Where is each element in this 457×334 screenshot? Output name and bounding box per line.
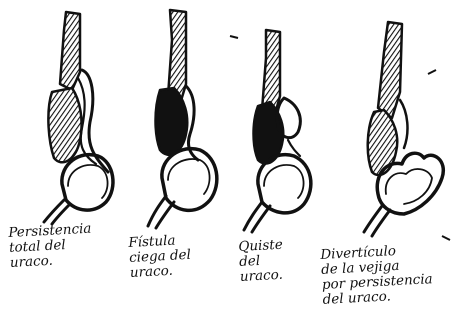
stray-mark xyxy=(442,236,450,240)
bladder-outline xyxy=(62,155,113,210)
symphysis-mass xyxy=(48,88,81,162)
bladder-inner xyxy=(386,169,432,204)
panel-diverticulo-drawing xyxy=(364,22,443,236)
caption-persistencia: Persistencia total del uraco. xyxy=(8,222,93,271)
panel-quiste-drawing xyxy=(244,30,311,232)
caption-line: uraco. xyxy=(240,268,285,285)
panel-persistencia-drawing xyxy=(44,12,113,224)
bladder-inner xyxy=(68,165,108,198)
bladder-outline xyxy=(162,149,217,211)
abdominal-wall-band xyxy=(378,22,402,118)
panel-fistula-drawing xyxy=(148,10,217,228)
caption-quiste: Quiste del uraco. xyxy=(238,238,285,285)
urethra xyxy=(44,200,70,224)
bladder-inner xyxy=(264,165,304,198)
caption-line: Quiste xyxy=(238,238,283,255)
urachus-remnant xyxy=(400,100,407,148)
caption-fistula: Fístula ciega del uraco. xyxy=(128,233,192,281)
stray-mark xyxy=(428,70,436,74)
bladder-inner xyxy=(168,159,210,194)
urethra xyxy=(364,206,390,236)
stray-mark xyxy=(230,36,238,38)
caption-diverticulo: Divertículo de la vejiga por persistenci… xyxy=(320,242,434,308)
symphysis-mass xyxy=(156,88,188,155)
